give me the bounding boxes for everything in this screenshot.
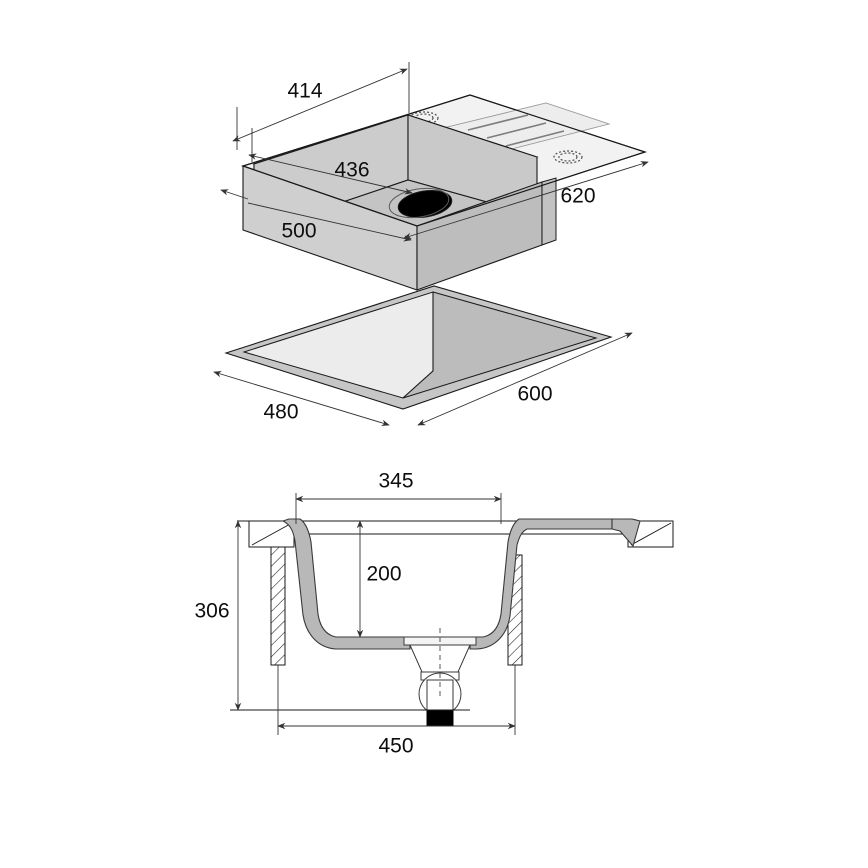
dim-500-label: 500 xyxy=(281,220,316,243)
dim-436-line xyxy=(248,153,413,195)
dim-200-label: 200 xyxy=(366,563,401,586)
dim-600-label: 600 xyxy=(517,383,552,406)
dim-436-label: 436 xyxy=(334,159,369,182)
worktop-left-block-diagonal xyxy=(251,522,293,546)
dimension-414: 414 xyxy=(232,62,410,150)
view-isometric-cutout: 480 600 xyxy=(213,285,633,426)
dim-414-label: 414 xyxy=(287,80,322,103)
dim-414-line xyxy=(232,68,408,142)
dim-500-line xyxy=(247,202,412,242)
dim-450-label: 450 xyxy=(378,735,413,758)
view-isometric-sink: 414 436 500 620 xyxy=(220,62,649,291)
dim-480-label: 480 xyxy=(263,401,298,424)
dimension-620: 620 xyxy=(403,161,649,239)
dim-306-label: 306 xyxy=(194,600,229,623)
worktop-right-block-diagonal xyxy=(630,522,672,546)
dimension-200: 200 xyxy=(356,520,402,638)
dimension-450: 450 xyxy=(277,665,516,758)
dimension-436: 436 xyxy=(248,128,413,195)
cabinet-panel-left xyxy=(270,546,286,666)
dim-480-line xyxy=(213,371,390,426)
dim-600-line xyxy=(417,332,633,426)
dimension-480: 480 xyxy=(213,371,390,426)
dimension-345: 345 xyxy=(295,470,502,524)
waste-outlet-end xyxy=(426,709,454,726)
dim-620-line xyxy=(403,161,649,239)
dimension-306: 306 xyxy=(194,520,242,711)
dimension-500: 500 xyxy=(220,189,412,243)
drainboard-lip-section xyxy=(611,518,641,548)
dim-345-label: 345 xyxy=(378,470,413,493)
dimension-600: 600 xyxy=(417,332,633,426)
body-right-edge xyxy=(541,177,557,246)
drainboard-grooves xyxy=(467,114,565,147)
dim-500-ext-left xyxy=(220,189,249,200)
view-cross-section: 345 200 306 450 xyxy=(194,470,674,758)
dim-620-label: 620 xyxy=(560,185,595,208)
